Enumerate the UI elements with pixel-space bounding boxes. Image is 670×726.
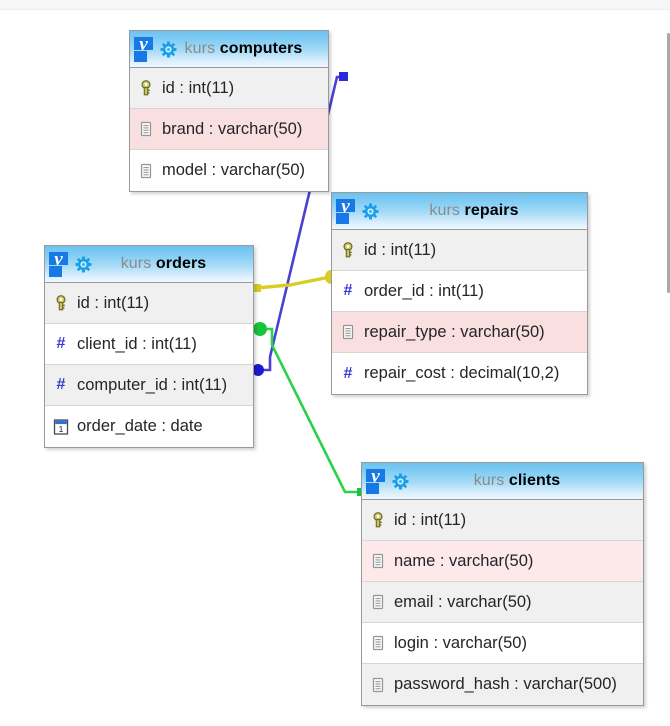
table-orders[interactable]: v kurs orders id : int(11) # client_id : int… — [44, 245, 254, 448]
primary-key-icon — [339, 241, 357, 259]
date-icon: 1 — [52, 418, 70, 436]
column-label: id : int(11) — [364, 240, 437, 259]
column-icon — [369, 552, 387, 570]
column-icon — [137, 162, 155, 180]
column-row[interactable]: id : int(11) — [45, 283, 253, 324]
view-table-icon: v — [336, 196, 355, 225]
column-row[interactable]: # computer_id : int(11) — [45, 365, 253, 406]
table-name-label: clients — [508, 472, 561, 489]
column-icon — [369, 634, 387, 652]
column-row[interactable]: # repair_cost : decimal(10,2) — [332, 353, 587, 394]
gear-icon[interactable] — [160, 41, 177, 58]
column-label: repair_cost : decimal(10,2) — [364, 364, 560, 382]
column-label: order_date : date — [77, 417, 203, 435]
column-label: model : varchar(50) — [162, 161, 306, 179]
column-label: login : varchar(50) — [394, 633, 527, 652]
table-header-clients[interactable]: v kurs clients — [362, 463, 643, 500]
column-label: email : varchar(50) — [394, 592, 532, 611]
table-schema-label: kurs — [184, 40, 216, 57]
table-schema-label: kurs — [429, 202, 460, 219]
column-row[interactable]: # client_id : int(11) — [45, 324, 253, 365]
column-row[interactable]: brand : varchar(50) — [130, 109, 328, 150]
column-label: repair_type : varchar(50) — [364, 322, 545, 341]
column-row[interactable]: id : int(11) — [362, 500, 643, 541]
view-table-icon: v — [134, 34, 153, 63]
column-label: brand : varchar(50) — [162, 119, 303, 138]
table-name-label: computers — [219, 40, 303, 57]
table-name-label: orders — [155, 255, 207, 272]
header-icons: v — [366, 466, 409, 495]
foreign-key-hash-icon: # — [56, 335, 66, 352]
toolbar-strip — [0, 0, 670, 10]
column-icon — [369, 593, 387, 611]
column-label: computer_id : int(11) — [77, 375, 228, 394]
column-row[interactable]: id : int(11) — [332, 230, 587, 271]
column-icon — [369, 676, 387, 694]
column-icon — [339, 323, 357, 341]
gear-icon[interactable] — [392, 473, 409, 490]
column-row[interactable]: name : varchar(50) — [362, 541, 643, 582]
svg-text:1: 1 — [59, 424, 64, 434]
table-name-label: repairs — [464, 202, 519, 219]
table-title-clients: kurs clients — [409, 472, 635, 490]
table-title-computers: kurs computers — [177, 40, 320, 58]
gear-icon[interactable] — [75, 256, 92, 273]
table-header-computers[interactable]: v kurs computers — [130, 31, 328, 68]
foreign-key-hash-icon: # — [343, 364, 353, 382]
view-table-icon: v — [49, 249, 68, 278]
table-title-repairs: kurs repairs — [379, 202, 579, 220]
table-header-orders[interactable]: v kurs orders — [45, 246, 253, 283]
vertical-scrollbar[interactable] — [667, 33, 670, 293]
column-label: order_id : int(11) — [364, 281, 484, 300]
column-label: id : int(11) — [394, 510, 467, 529]
column-icon — [137, 120, 155, 138]
table-title-orders: kurs orders — [92, 255, 245, 273]
header-icons: v — [134, 34, 177, 63]
primary-key-icon — [137, 79, 155, 97]
column-row[interactable]: login : varchar(50) — [362, 623, 643, 664]
column-label: name : varchar(50) — [394, 551, 534, 570]
relationship-orders-repairs — [252, 270, 337, 292]
column-row[interactable]: email : varchar(50) — [362, 582, 643, 623]
header-icons: v — [336, 196, 379, 225]
gear-icon[interactable] — [362, 203, 379, 220]
primary-key-icon — [52, 294, 70, 312]
column-row[interactable]: # order_id : int(11) — [332, 271, 587, 312]
primary-key-icon — [369, 511, 387, 529]
column-label: id : int(11) — [77, 293, 150, 312]
column-row[interactable]: id : int(11) — [130, 68, 328, 109]
table-repairs[interactable]: v kurs repairs id : int(11) # order_id : int… — [331, 192, 588, 395]
table-header-repairs[interactable]: v kurs repairs — [332, 193, 587, 230]
column-row[interactable]: model : varchar(50) — [130, 150, 328, 191]
column-row[interactable]: password_hash : varchar(500) — [362, 664, 643, 705]
column-row[interactable]: repair_type : varchar(50) — [332, 312, 587, 353]
column-label: id : int(11) — [162, 78, 235, 97]
column-row[interactable]: 1 order_date : date — [45, 406, 253, 447]
foreign-key-hash-icon: # — [56, 376, 66, 393]
column-label: password_hash : varchar(500) — [394, 675, 617, 693]
table-schema-label: kurs — [120, 255, 152, 272]
table-clients[interactable]: v kurs clients id : int(11) name : varchar(… — [361, 462, 644, 706]
column-label: client_id : int(11) — [77, 334, 197, 353]
view-table-icon: v — [366, 466, 385, 495]
table-computers[interactable]: v kurs computers id : int(11) brand : varch… — [129, 30, 329, 192]
table-schema-label: kurs — [473, 472, 505, 489]
header-icons: v — [49, 249, 92, 278]
foreign-key-hash-icon: # — [343, 282, 353, 299]
